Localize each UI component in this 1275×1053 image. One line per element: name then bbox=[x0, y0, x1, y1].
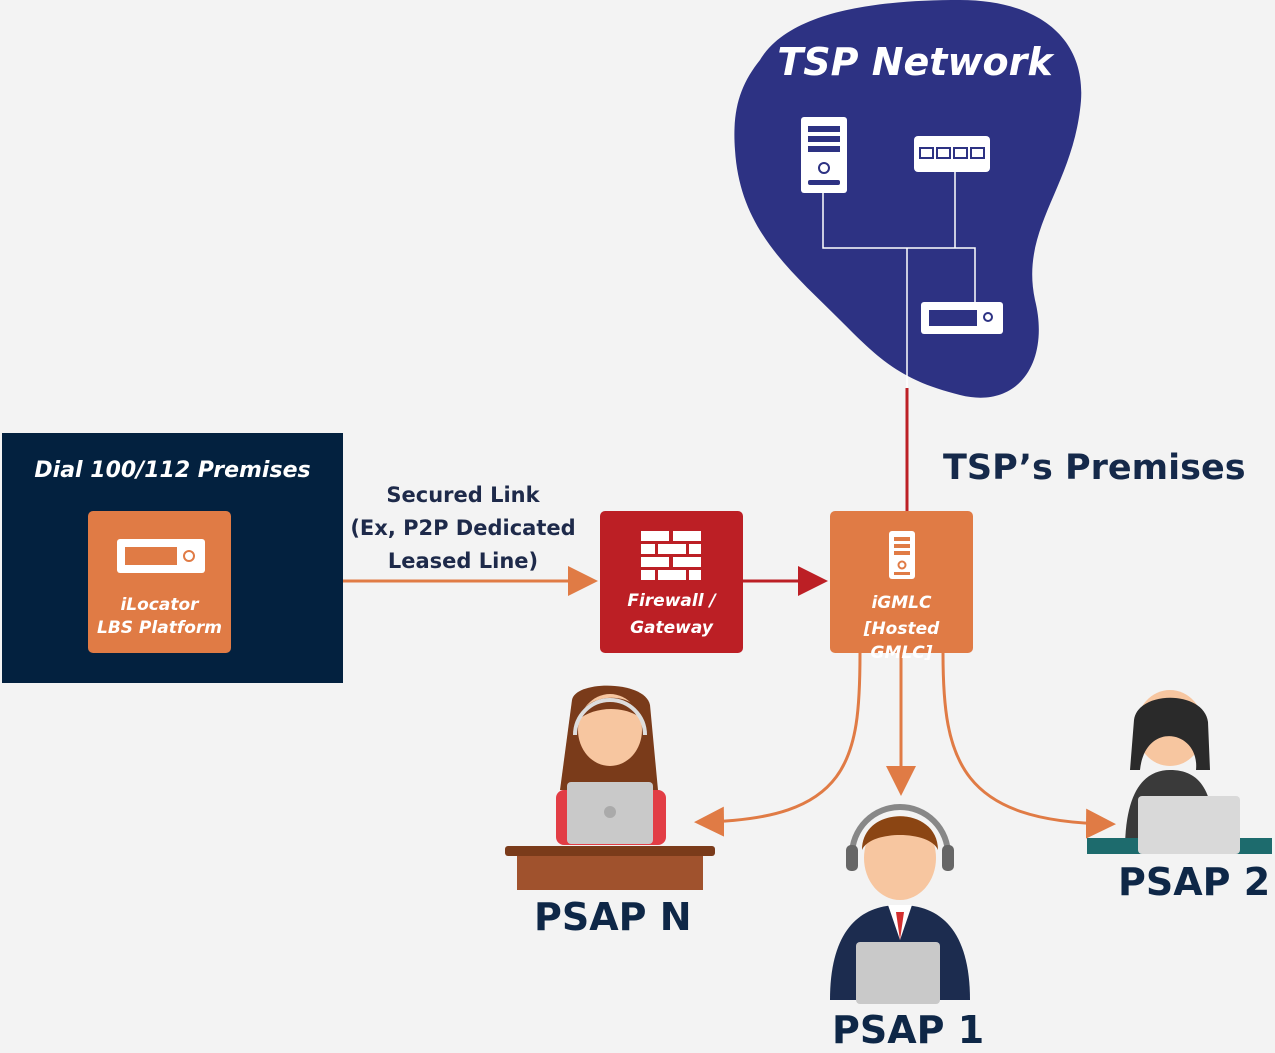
link-label-line-2: (Ex, P2P Dedicated bbox=[350, 516, 576, 540]
igmlc-to-psap-n-arrow bbox=[694, 652, 862, 837]
psap-2-operator-icon bbox=[1087, 690, 1272, 854]
firewall-icon bbox=[641, 531, 701, 580]
dial-premises-title: Dial 100/112 Premises bbox=[34, 458, 311, 483]
psap-2-label: PSAP 2 bbox=[1118, 860, 1271, 904]
server-icon bbox=[801, 117, 847, 193]
rack-icon bbox=[117, 539, 205, 573]
psap-n-desk bbox=[505, 846, 715, 890]
psap-n-label: PSAP N bbox=[534, 895, 692, 939]
ilocator-node: iLocator LBS Platform bbox=[88, 511, 231, 653]
igmlc-node: iGMLC [Hosted GMLC] bbox=[830, 511, 973, 663]
link-label-line-3: Leased Line) bbox=[387, 549, 539, 573]
link-label-line-1: Secured Link bbox=[386, 483, 540, 507]
psap-1-label: PSAP 1 bbox=[832, 1008, 985, 1052]
tsp-network-title: TSP Network bbox=[777, 40, 1053, 84]
ilocator-label-2: LBS Platform bbox=[96, 618, 222, 638]
firewall-label-1: Firewall / bbox=[627, 591, 716, 611]
tsp-network-cloud bbox=[734, 0, 1082, 398]
igmlc-label-1: iGMLC bbox=[871, 593, 932, 613]
firewall-node: Firewall / Gateway bbox=[600, 511, 743, 653]
igmlc-label-2: [Hosted GMLC] bbox=[863, 619, 940, 663]
psap-1-operator-icon bbox=[830, 804, 970, 1004]
firewall-label-2: Gateway bbox=[630, 618, 713, 638]
igmlc-to-psap-2-arrow bbox=[941, 652, 1116, 839]
ilocator-label-1: iLocator bbox=[120, 595, 199, 615]
server-icon bbox=[889, 531, 915, 579]
psap-n-operator-icon bbox=[556, 685, 666, 845]
tsp-premises-title: TSP’s Premises bbox=[943, 448, 1246, 488]
tsp-network-wiring bbox=[822, 172, 976, 388]
secured-link-label: Secured Link (Ex, P2P Dedicated Leased L… bbox=[345, 479, 581, 578]
switch-icon bbox=[914, 136, 990, 172]
rack-icon bbox=[921, 302, 1003, 334]
